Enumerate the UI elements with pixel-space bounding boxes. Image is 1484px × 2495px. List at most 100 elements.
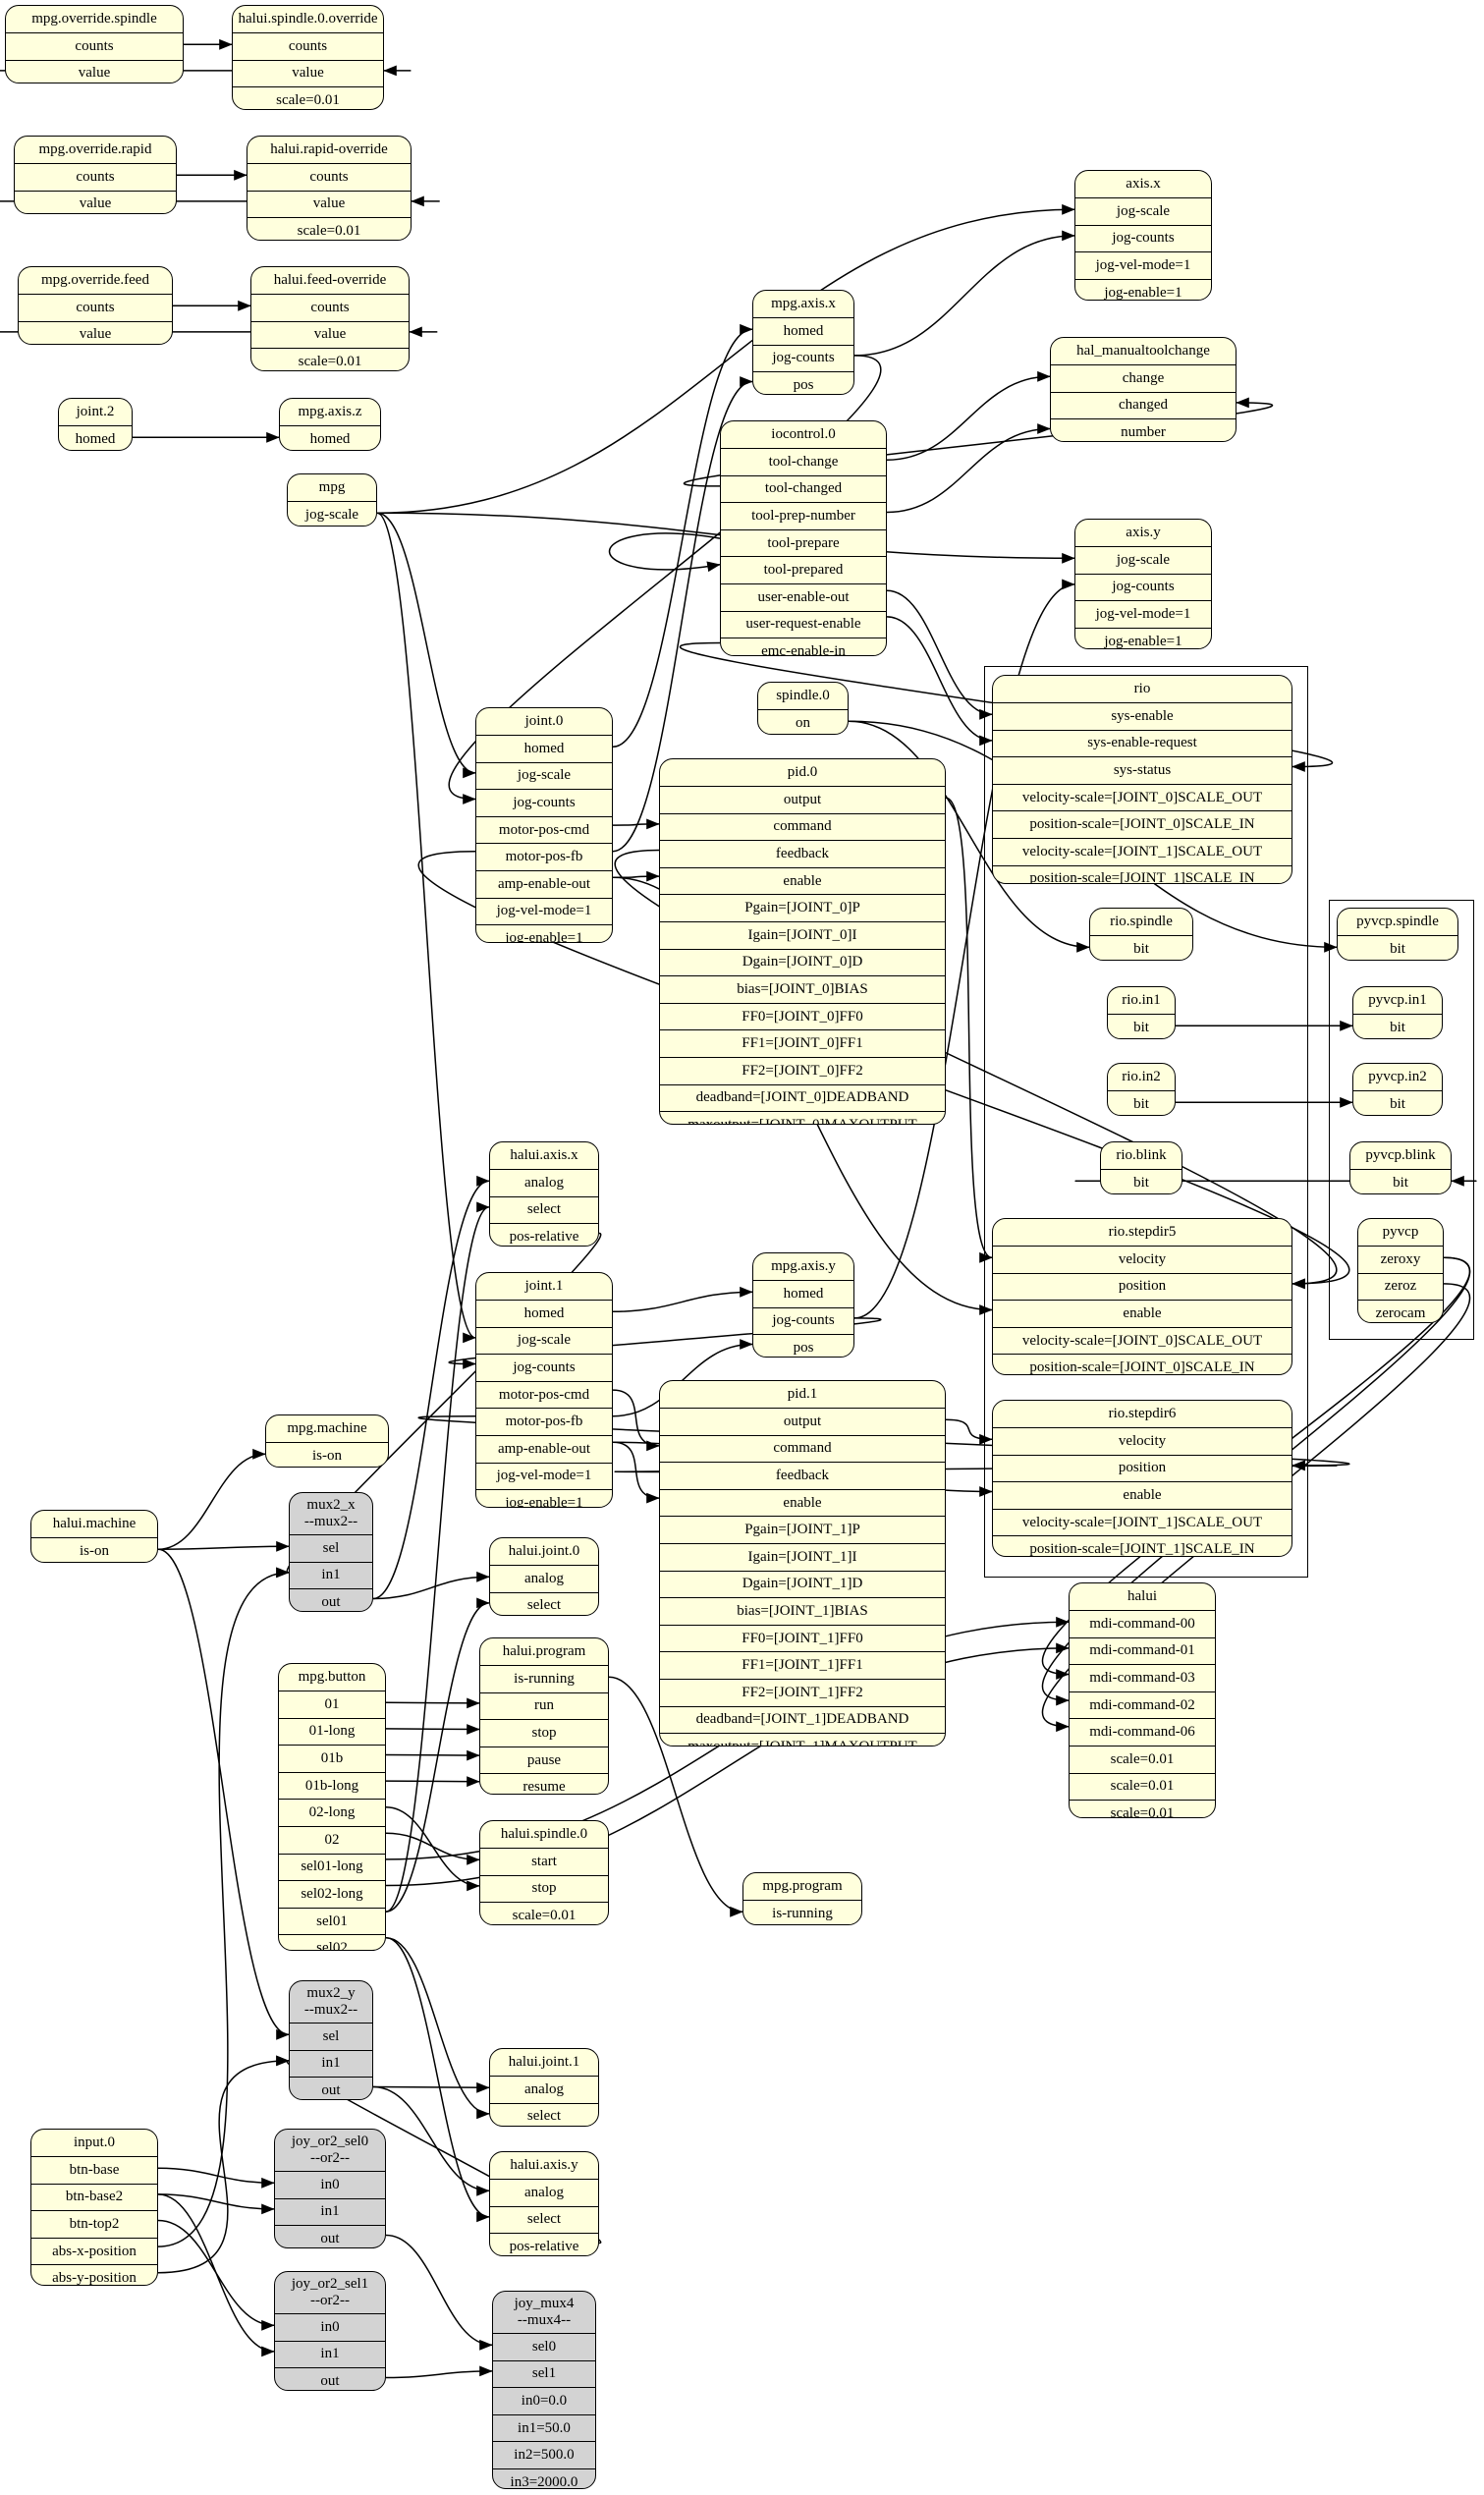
node-title-line: halui.joint.1 [508, 2054, 580, 2070]
signal-edge [608, 1676, 743, 1917]
node-pin: jog-counts [476, 789, 612, 816]
node-title: halui.spindle.0 [480, 1821, 608, 1849]
signal-edge [385, 2234, 493, 2351]
node-pin: zeroz [1358, 1272, 1443, 1301]
node-title: halui.spindle.0.override [233, 6, 383, 33]
node-pin: value [15, 190, 176, 214]
node-pin: jog-enable=1 [1075, 278, 1211, 300]
node-pin: Dgain=[JOINT_1]D [660, 1570, 945, 1598]
node-pin: command [660, 1434, 945, 1463]
node-pin: sys-status [993, 756, 1292, 784]
node-pin: mdi-command-00 [1089, 1615, 1195, 1632]
signal-edge [385, 1597, 490, 1913]
signal-edge [385, 1749, 480, 1761]
node-title-line: --mux2-- [303, 2002, 358, 2018]
node-pin: counts [309, 168, 349, 185]
signal-edge [385, 1724, 480, 1735]
node-pins: bit [1101, 1170, 1182, 1193]
node-pin: in1 [290, 1561, 372, 1589]
node-title-line: mpg.override.rapid [38, 141, 152, 157]
node-pin: deadband=[JOINT_1]DEADBAND [660, 1705, 945, 1734]
node-title: iocontrol.0 [721, 421, 886, 449]
node-pin: jog-counts [1075, 573, 1211, 601]
node-pin: in1 [275, 2340, 385, 2368]
node-pin: homed [523, 740, 565, 756]
signal-edge [612, 818, 660, 830]
node-pin: Dgain=[JOINT_0]D [660, 948, 945, 976]
node-title-line: rio.stepdir6 [1108, 1406, 1177, 1421]
node-pin: in3=2000.0 [493, 2467, 595, 2488]
node-title: mpg.axis.x [753, 291, 853, 318]
node-pins: homed [59, 426, 132, 450]
node-title: pyvcp.in2 [1353, 1064, 1442, 1091]
node-pin: Pgain=[JOINT_1]P [660, 1516, 945, 1543]
node-pin: position-scale=[JOINT_0]SCALE_IN [993, 1354, 1292, 1374]
node-pin: sys-enable-request [993, 729, 1292, 757]
node-pin: FF1=[JOINT_1]FF1 [660, 1651, 945, 1679]
node-title-line: joy_or2_sel0 [291, 2134, 369, 2149]
node-pin: select [490, 2102, 598, 2127]
signal-edge [385, 1936, 490, 2223]
node-title: joy_or2_sel1--or2-- [275, 2272, 385, 2314]
node-pins: bit [1350, 1170, 1451, 1193]
node-pin: sel01 [279, 1907, 385, 1935]
signal-edge [853, 579, 1075, 1319]
node-pin: pause [480, 1746, 608, 1774]
node-pin: abs-y-position [31, 2264, 157, 2285]
node-pin: scale=0.01 [1070, 1800, 1215, 1817]
node-pin: sel02 [279, 1934, 385, 1950]
signal-edge [372, 2081, 490, 2093]
node-pin: 02-long [279, 1799, 385, 1826]
node-title: mux2_y--mux2-- [290, 1981, 372, 2024]
node-pin: jog-counts [476, 1354, 612, 1381]
node-pin: jog-vel-mode=1 [476, 1462, 612, 1490]
node-pin: 02 [279, 1825, 385, 1854]
node-pin: counts [76, 168, 115, 185]
signal-edge [157, 1548, 290, 2040]
node-pin: zeroxy [1380, 1250, 1421, 1267]
node-pin: amp-enable-out [476, 869, 612, 898]
node-pins: bit [1090, 936, 1192, 960]
node-pin: velocity-scale=[JOINT_0]SCALE_OUT [993, 1326, 1292, 1355]
node-pin: velocity-scale=[JOINT_0]SCALE_OUT [993, 783, 1292, 811]
node-title: mpg.machine [266, 1415, 388, 1443]
node-pin: maxoutput=[JOINT_0]MAXOUTPUT [660, 1111, 945, 1124]
node-title: halui [1070, 1583, 1215, 1611]
node-pins: homed [280, 426, 380, 450]
node-pin: sel0 [531, 2338, 557, 2355]
node-title: rio.in2 [1108, 1064, 1175, 1091]
node-pin: is-running [772, 1905, 833, 1921]
node-title: rio.stepdir6 [993, 1401, 1292, 1428]
signal-edge [372, 1176, 490, 1600]
node-title: halui.rapid-override [247, 137, 411, 164]
node-pin: jog-vel-mode=1 [476, 897, 612, 925]
signal-edge [886, 616, 993, 747]
node-pin: bit [1133, 1095, 1149, 1112]
node-pin: tool-prepare [721, 528, 886, 557]
node-title-line: joy_mux4 [514, 2296, 575, 2311]
node-title-line: mpg.axis.z [298, 404, 362, 419]
node-pin: velocity [1118, 1250, 1167, 1267]
node-pin: bit [1390, 1095, 1405, 1112]
node-pin: tool-prep-number [721, 502, 886, 529]
node-pin: sel02-long [279, 1880, 385, 1908]
node-pin: scale=0.01 [251, 348, 409, 370]
node-title: joy_or2_sel0--or2-- [275, 2130, 385, 2172]
